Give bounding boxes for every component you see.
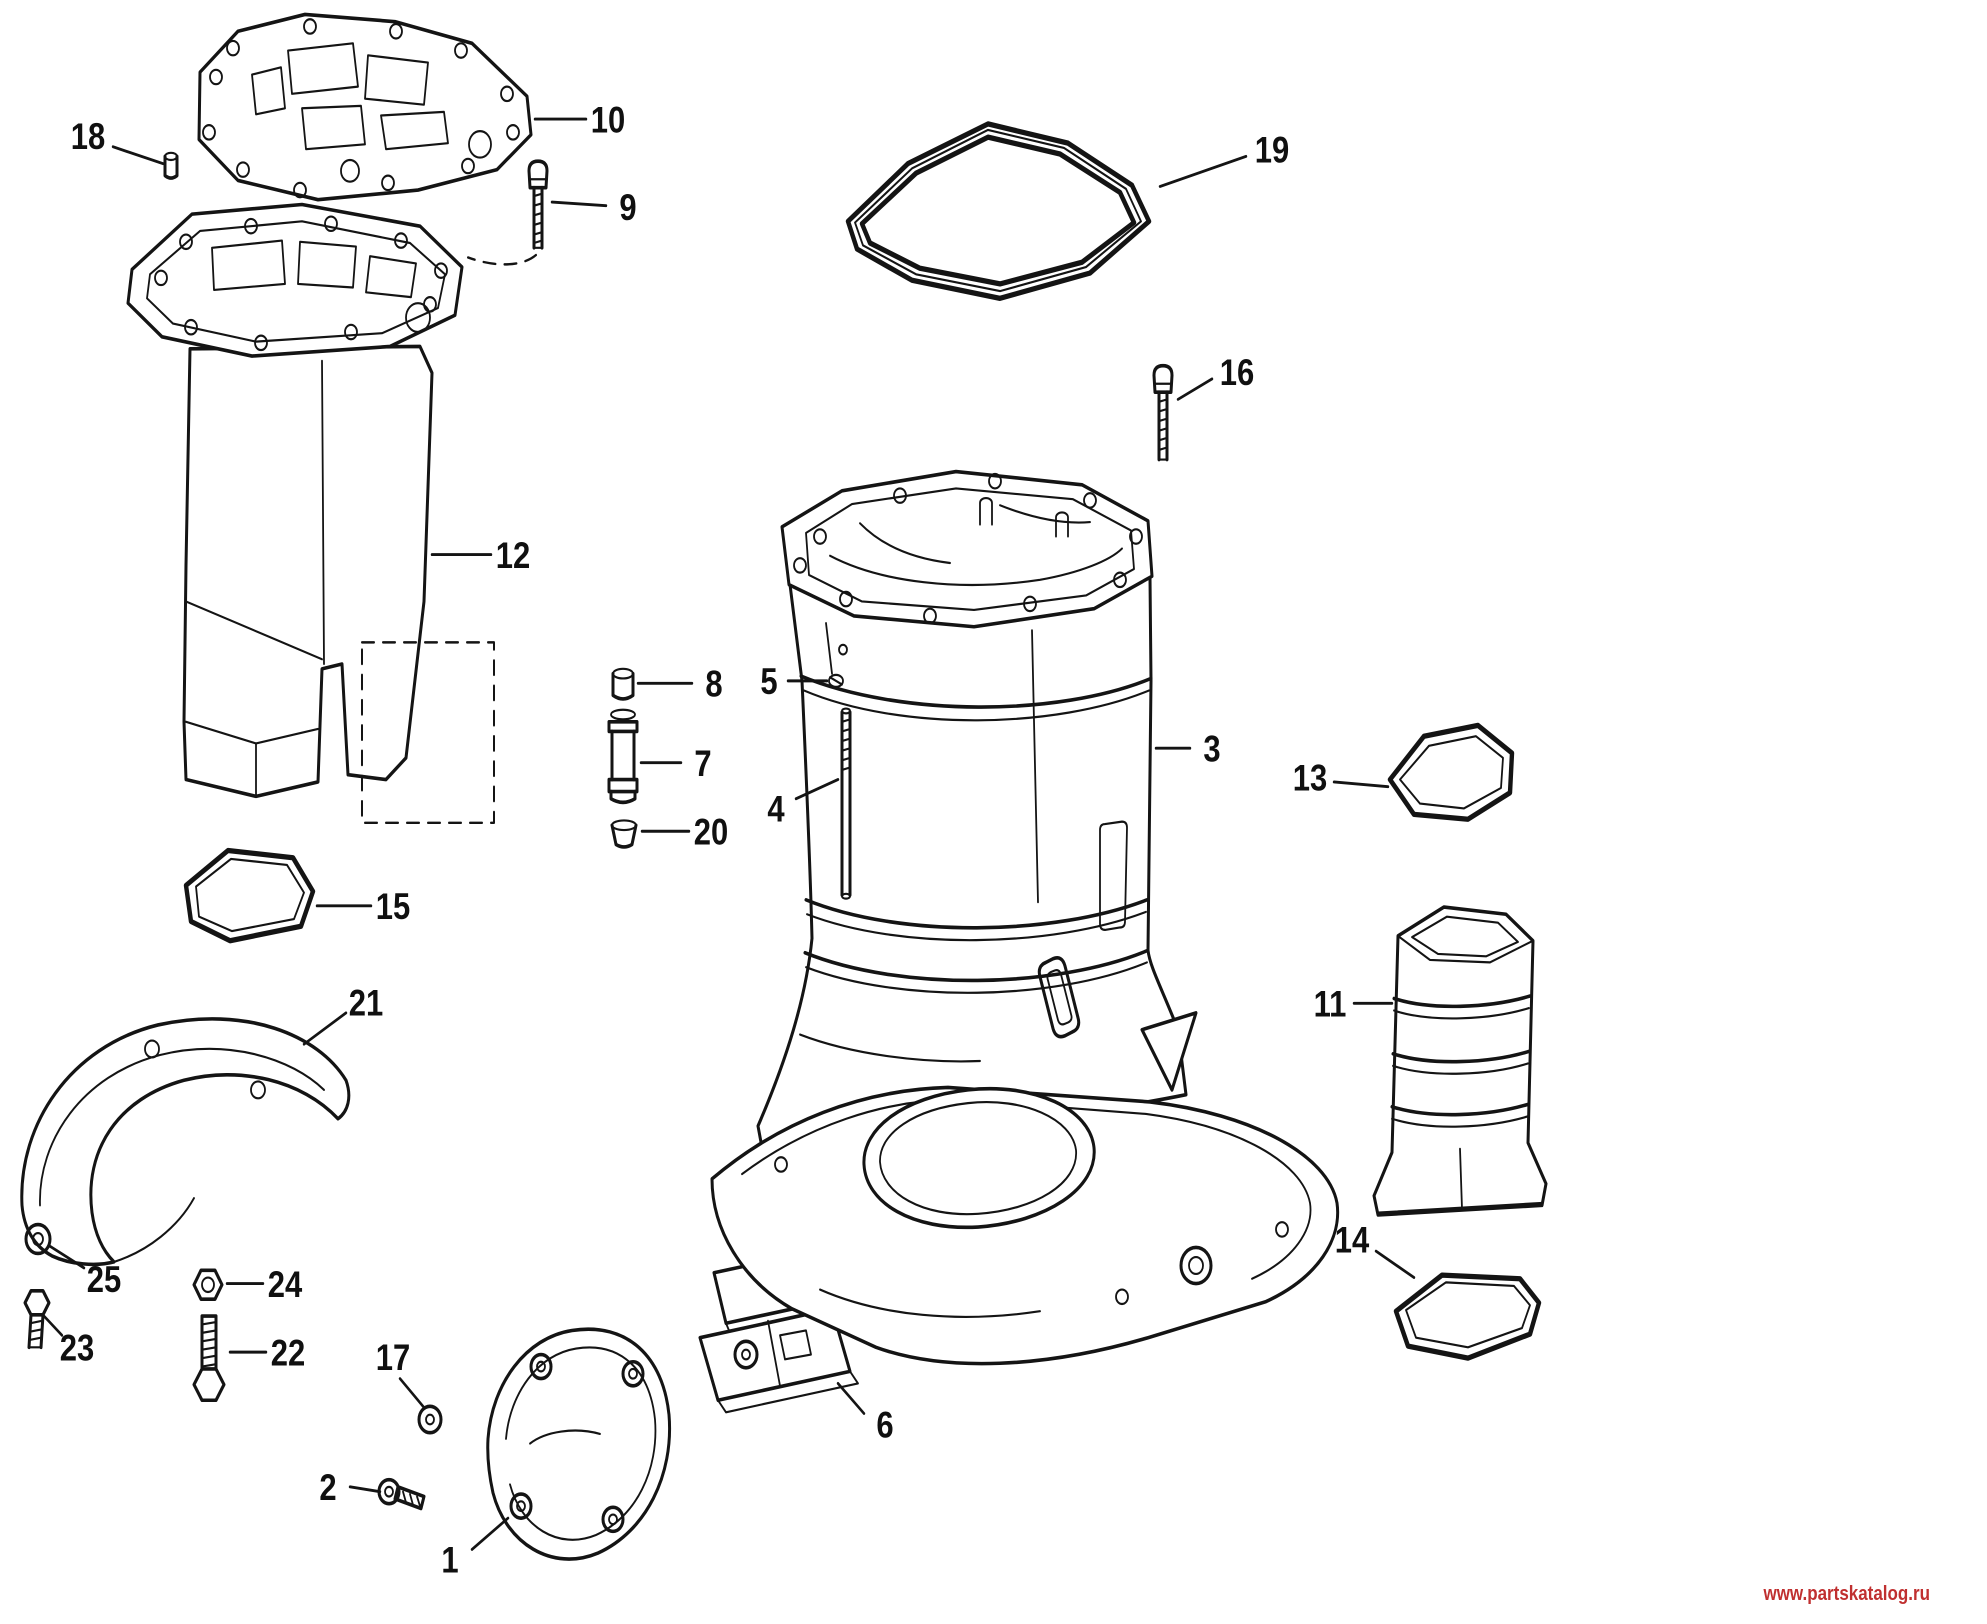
callout-14: 14 [1335, 1220, 1369, 1261]
callout-24: 24 [268, 1264, 302, 1305]
leader-line-6 [836, 1381, 866, 1415]
exhaust-housing-drawing [756, 469, 1188, 1150]
spacer-8-drawing [611, 667, 635, 701]
gasket-14-drawing [1393, 1272, 1542, 1361]
washer-25-drawing [24, 1222, 52, 1256]
callout-21: 21 [349, 983, 383, 1024]
adapter-housing-drawing [126, 202, 464, 799]
gasket-19-drawing [845, 121, 1152, 301]
callout-9: 9 [619, 188, 636, 229]
callout-18: 18 [71, 117, 105, 158]
screw-16-drawing [1152, 363, 1174, 462]
callout-6: 6 [876, 1405, 893, 1446]
leader-line-4 [794, 778, 840, 801]
skeg-fin-drawing [1140, 1011, 1198, 1092]
washer-17-drawing [417, 1404, 443, 1435]
leader-line-23 [42, 1314, 64, 1337]
screw-9-drawing [467, 159, 549, 266]
top-gasket-plate-drawing [197, 12, 533, 202]
watermark: www.partskatalog.ru [1763, 1581, 1930, 1604]
bolt-23-drawing [23, 1288, 51, 1350]
gasket-13-drawing [1387, 722, 1515, 822]
pin-drawing [163, 151, 179, 180]
callout-13: 13 [1293, 758, 1327, 799]
leader-line-1 [470, 1516, 510, 1551]
leader-line-25 [48, 1244, 86, 1270]
callout-22: 22 [271, 1333, 305, 1374]
callout-11: 11 [1314, 984, 1347, 1025]
callout-23: 23 [60, 1328, 94, 1369]
leader-line-13 [1332, 780, 1390, 789]
gasket-15-drawing [183, 847, 316, 944]
screw-2-drawing [377, 1477, 426, 1511]
cap-20-drawing [610, 819, 638, 849]
callout-15: 15 [376, 886, 410, 927]
deflector-bracket-drawing [20, 1017, 351, 1267]
cover-plate-drawing [486, 1327, 672, 1561]
callout-17: 17 [376, 1338, 410, 1379]
callout-7: 7 [694, 743, 711, 784]
callout-20: 20 [694, 812, 728, 853]
callout-10: 10 [591, 100, 625, 141]
stud-4-drawing [840, 707, 852, 900]
leader-lines [42, 117, 1416, 1551]
nut-24-drawing [192, 1268, 224, 1302]
leader-line-17 [398, 1377, 426, 1409]
leader-line-16 [1176, 377, 1214, 401]
tube-7-drawing [607, 708, 639, 805]
leader-line-9 [550, 200, 608, 208]
callout-8: 8 [705, 664, 722, 705]
callout-5: 5 [760, 661, 777, 702]
callout-25: 25 [87, 1259, 121, 1300]
leader-line-18 [111, 145, 165, 166]
callout-4: 4 [767, 789, 784, 830]
housing-base-drawing [710, 1085, 1340, 1366]
callout-1: 1 [441, 1540, 458, 1581]
bolt-22-drawing [192, 1314, 226, 1403]
dashed-reference-box [361, 641, 495, 825]
callout-3: 3 [1203, 729, 1220, 770]
callout-16: 16 [1220, 352, 1254, 393]
callout-2: 2 [319, 1467, 336, 1508]
leader-line-14 [1374, 1249, 1416, 1279]
leader-line-21 [302, 1011, 348, 1046]
leader-line-19 [1158, 154, 1248, 188]
leader-line-2 [348, 1485, 382, 1494]
callout-19: 19 [1255, 130, 1289, 171]
screw-5-drawing [828, 673, 844, 688]
muffler-tube-drawing [1372, 905, 1548, 1217]
callout-12: 12 [496, 535, 530, 576]
